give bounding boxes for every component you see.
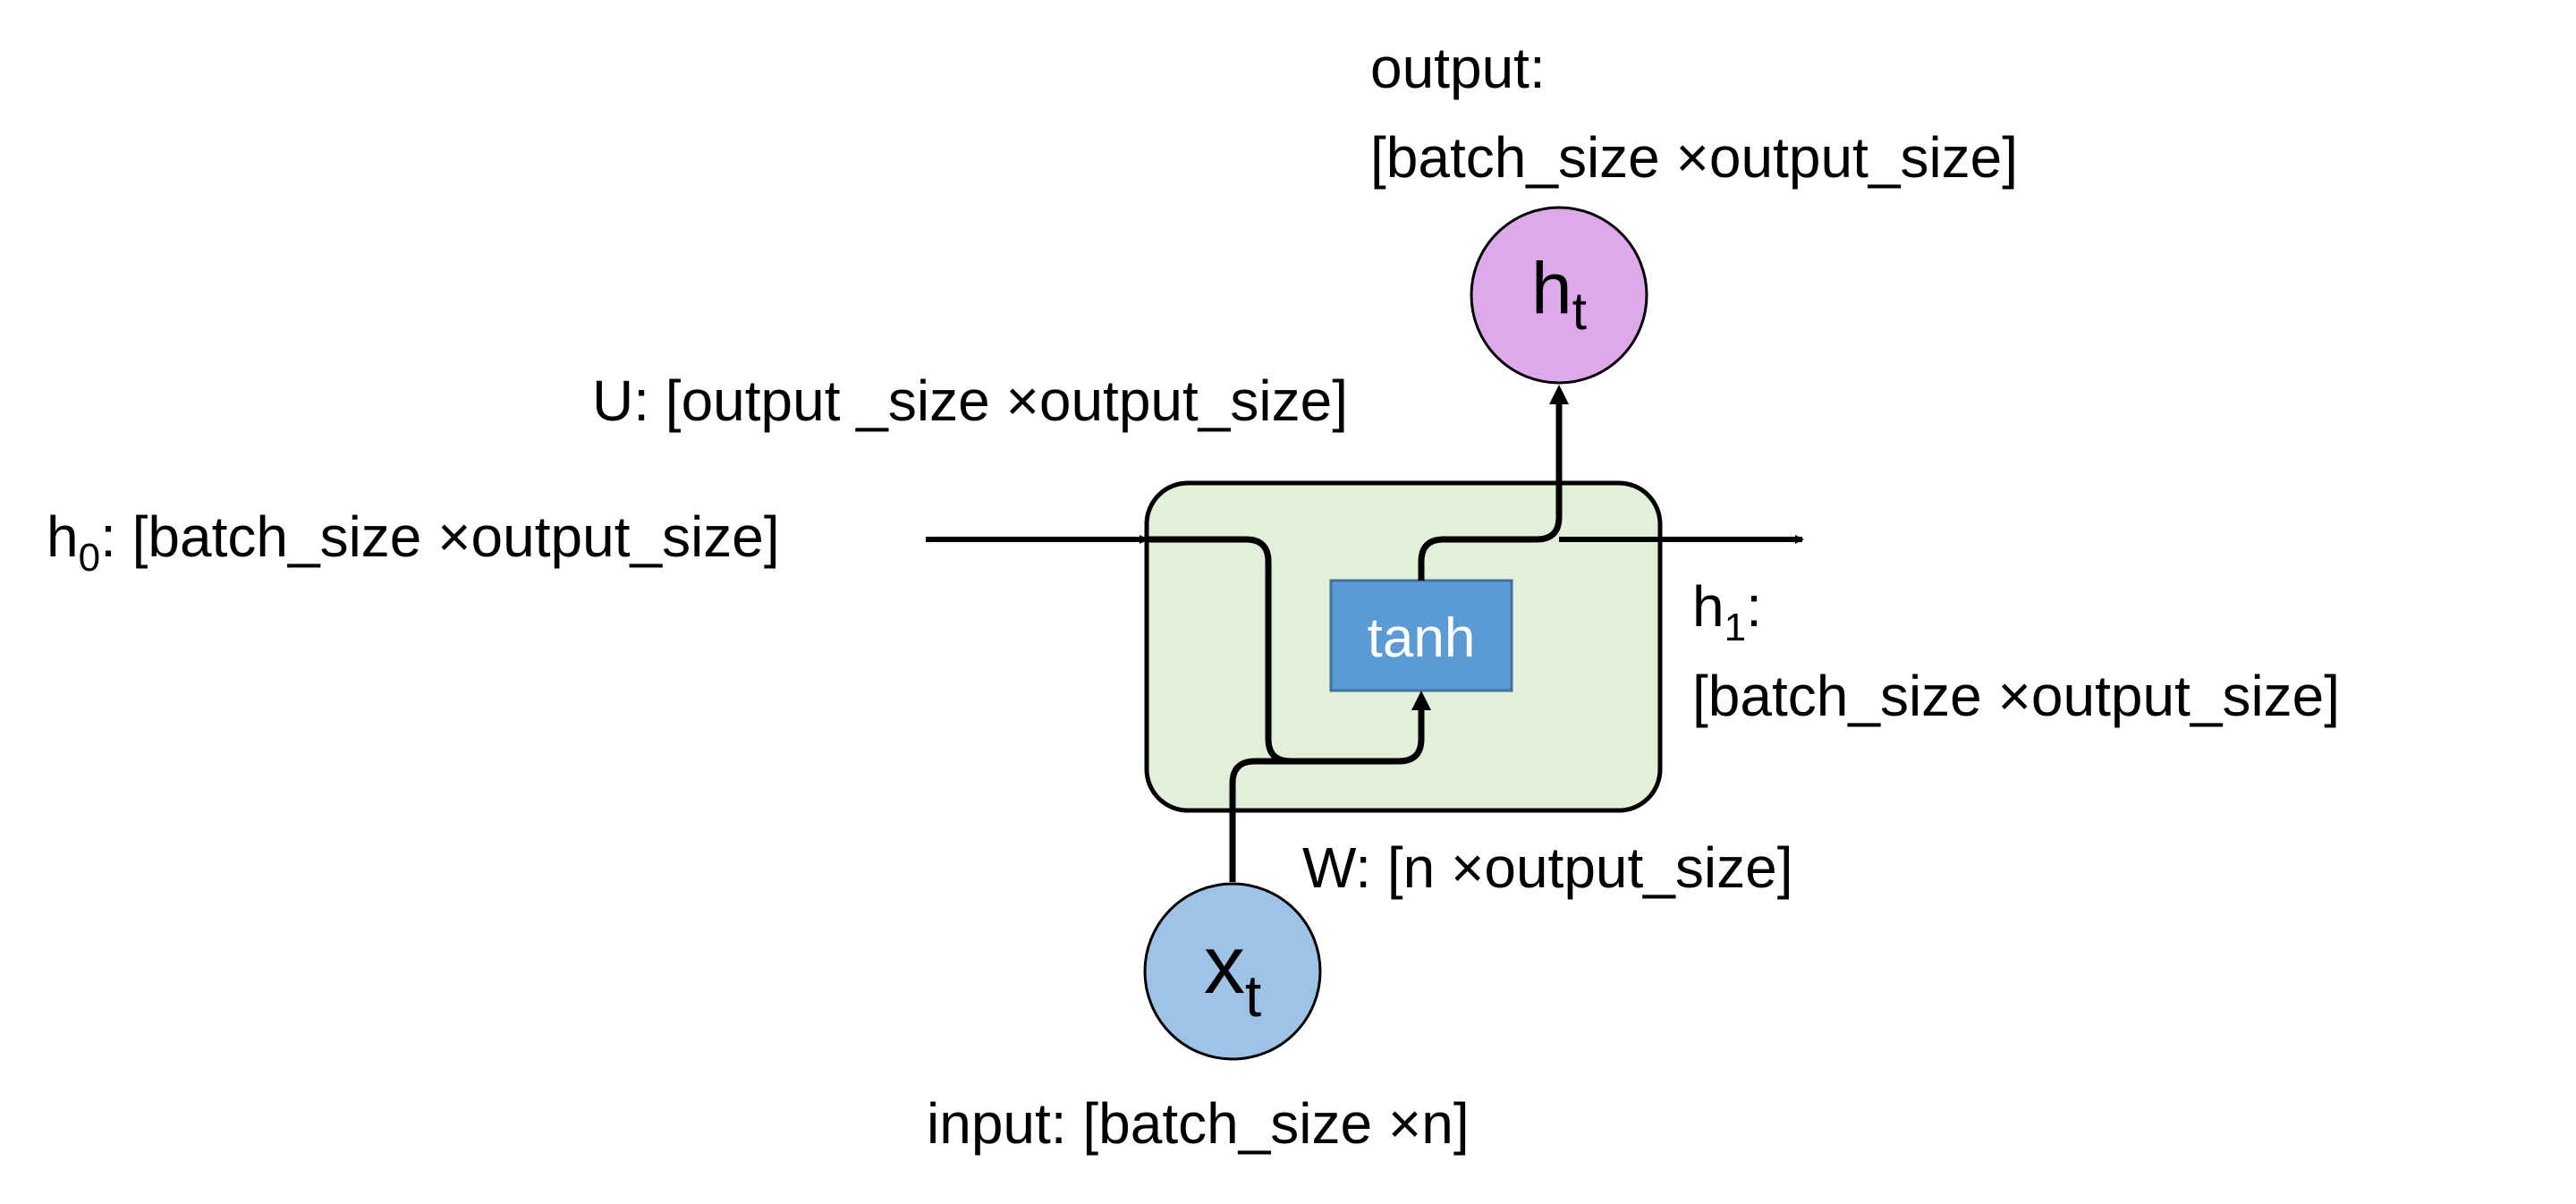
ht-node <box>1470 206 1648 385</box>
w-weight-label: W: [n ×output_size] <box>1302 835 1792 900</box>
tanh-label: tanh <box>1368 607 1476 669</box>
tanh-block <box>1329 579 1513 692</box>
h1-label-line1: h1: <box>1692 574 1762 649</box>
xt-to-tanh-path <box>1229 703 1425 882</box>
h1-label-line2: [batch_size ×output_size] <box>1692 664 2340 728</box>
output-label-line1: output: <box>1370 36 1546 100</box>
ht-node-label: ht <box>1531 248 1587 341</box>
h0-label: h0: [batch_size ×output_size] <box>47 504 780 580</box>
output-label-line2: [batch_size ×output_size] <box>1370 125 2018 190</box>
input-label: input: [batch_size ×n] <box>927 1091 1470 1156</box>
xt-node <box>1143 882 1322 1061</box>
u-weight-label: U: [output _size ×output_size] <box>592 369 1348 433</box>
tanh-output-path <box>1418 403 1563 581</box>
xt-node-label: xt <box>1204 920 1261 1029</box>
ht-arrowhead <box>1549 385 1569 404</box>
xt-arrowhead <box>1411 691 1431 710</box>
